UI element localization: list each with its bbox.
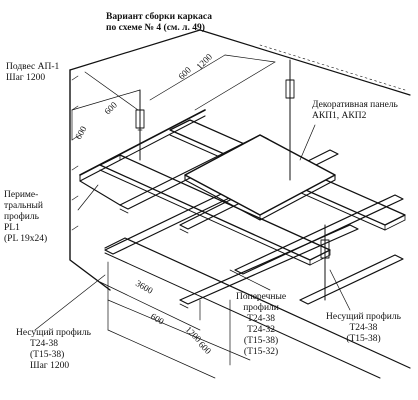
dim-wall — [71, 89, 141, 141]
dim-600-bottom: 600 — [149, 311, 166, 327]
bearing-profile-left-label: Несущий профиль Т24-38 (Т15-38) Шаг 1200 — [16, 328, 91, 372]
bearing-profile-3 — [104, 237, 411, 379]
title-line-2: по схеме № 4 (см. л. 49) — [106, 23, 205, 33]
cross-label-line-2: профили — [243, 303, 279, 313]
perimeter-label-line-4: PL1 — [4, 223, 20, 233]
cross-profile-f — [299, 254, 404, 305]
bearing-right-line-1: Несущий профиль — [326, 312, 401, 322]
bearing-left-line-2: Т24-38 — [30, 339, 58, 349]
diagram-title: Вариант сборки каркаса по схеме № 4 (см.… — [106, 12, 212, 34]
dim-600-top: 600 — [176, 64, 193, 81]
decor-panel-label-line-1: Декоративная панель — [312, 100, 398, 110]
bearing-profile-1 — [99, 154, 331, 266]
perimeter-label-line-5: (PL 19x24) — [4, 234, 48, 244]
perimeter-label-line-2: тральный — [4, 201, 43, 211]
perimeter-label-line-1: Периме- — [4, 190, 39, 200]
dim-1200-top: 1200 — [194, 51, 214, 71]
bearing-left-line-1: Несущий профиль — [16, 328, 91, 338]
perimeter-profile — [79, 109, 206, 206]
bearing-right-line-3: (Т15-38) — [346, 334, 381, 344]
decorative-panel — [184, 134, 336, 221]
cross-label-line-1: Поперечные — [236, 292, 287, 302]
suspension-1 — [135, 89, 145, 161]
suspension-label-line-1: Подвес АП-1 — [6, 62, 60, 72]
ceiling-slab — [199, 29, 411, 96]
cross-label-line-6: (Т15-32) — [243, 347, 279, 357]
cross-profiles-label: Поперечные профили Т24-38 Т24-32 (Т15-38… — [236, 292, 286, 358]
cross-label-line-5: (Т15-38) — [243, 336, 279, 346]
bearing-right-line-2: Т24-38 — [349, 323, 378, 333]
decor-panel-label-line-2: АКП1, АКП2 — [312, 111, 367, 121]
suspension-2 — [285, 59, 295, 181]
wall — [69, 29, 201, 291]
bearing-left-line-3: (Т15-38) — [30, 350, 65, 360]
dim-600-bottom2: 600 — [197, 339, 214, 356]
cross-profile-d — [234, 194, 404, 275]
bearing-left-line-4: Шаг 1200 — [30, 361, 70, 371]
dim-top — [149, 54, 276, 111]
suspension-3 — [320, 224, 330, 301]
cross-label-line-3: Т24-38 — [247, 314, 276, 324]
cross-profile-e — [179, 224, 359, 309]
perimeter-label-line-3: профиль — [4, 212, 39, 222]
dim-3600: 3600 — [134, 278, 155, 296]
leader-lines — [34, 71, 351, 331]
perimeter-profile-label: Периме- тральный профиль PL1 (PL 19x24) — [4, 190, 47, 245]
suspension-label: Подвес АП-1 Шаг 1200 — [6, 62, 59, 84]
bearing-profile-right-label: Несущий профиль Т24-38 (Т15-38) — [326, 312, 401, 345]
title-line-1: Вариант сборки каркаса — [106, 12, 212, 22]
suspension-label-line-2: Шаг 1200 — [6, 73, 46, 83]
dim-bottom — [99, 261, 251, 379]
dim-600-wall-a: 600 — [102, 99, 119, 116]
dim-600-wall-b: 600 — [73, 124, 89, 141]
decor-panel-label: Декоративная панель АКП1, АКП2 — [312, 100, 398, 122]
cross-label-line-4: Т24-32 — [247, 325, 276, 335]
